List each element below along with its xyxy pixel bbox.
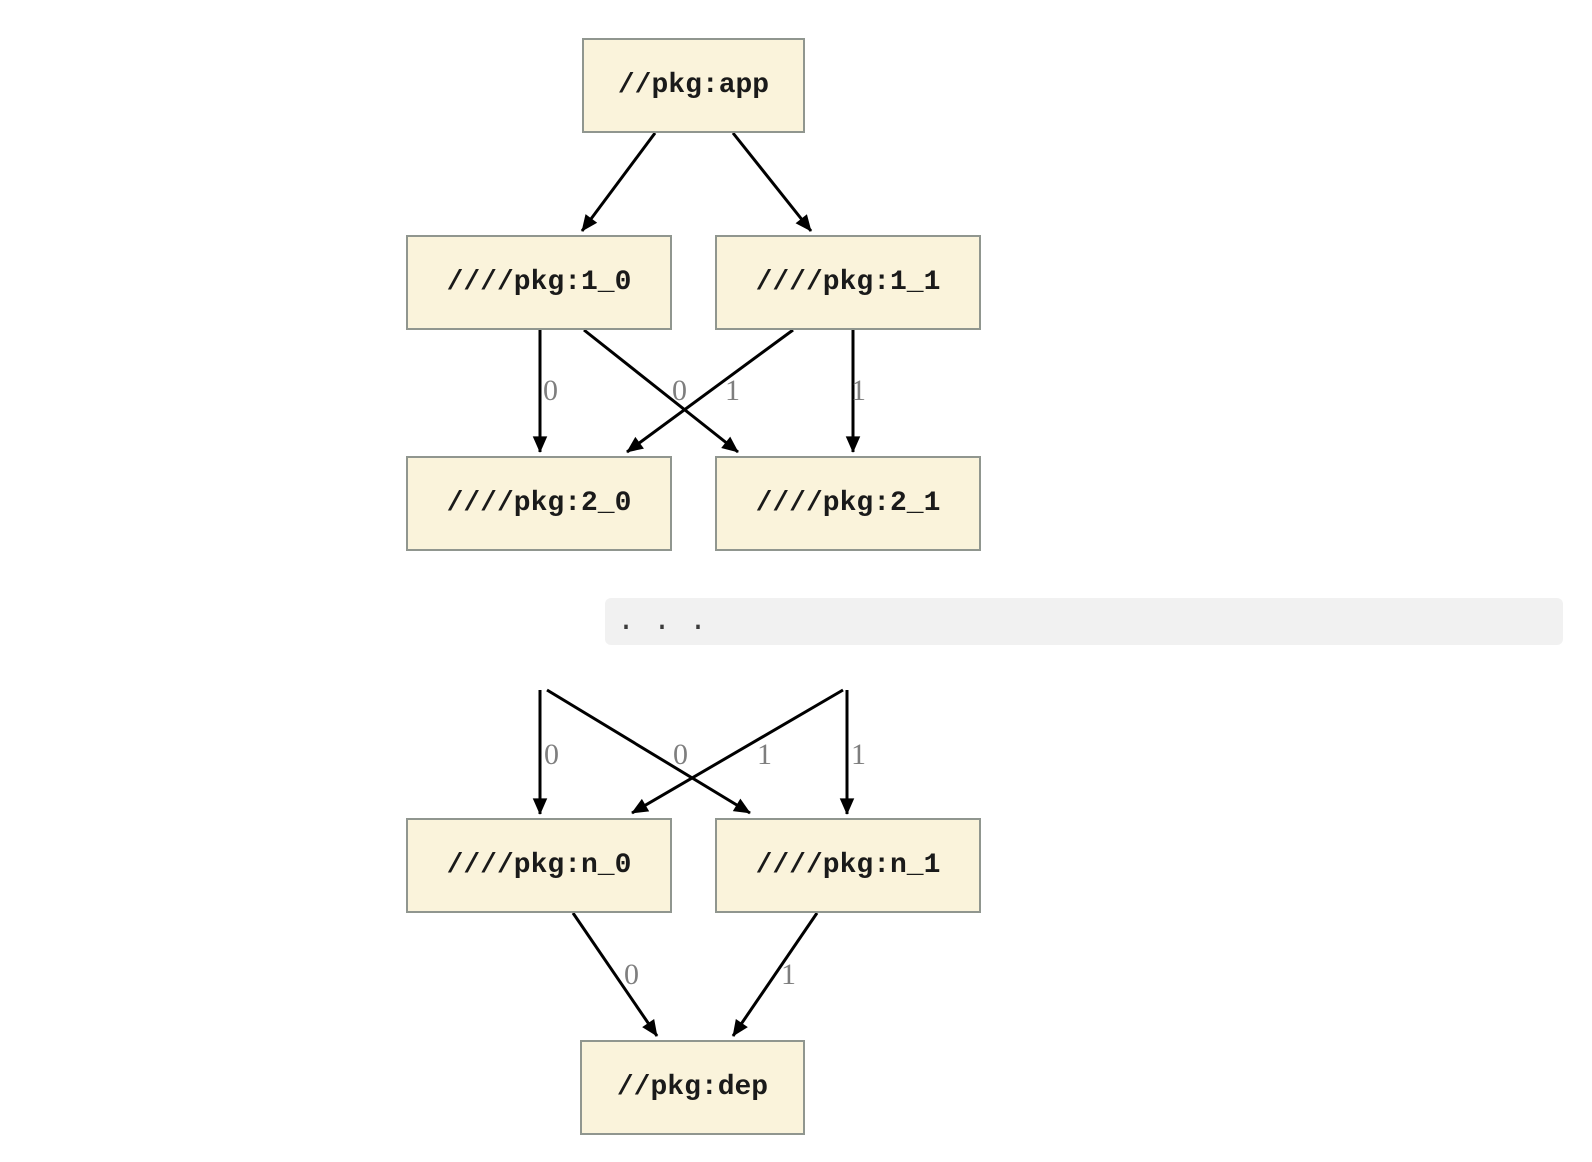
edge-label-1-0-to-2-1: 1 [725,374,740,407]
node-pkg-2-0-label: ////pkg:2_0 [446,488,632,519]
edge-n-1-to-dep [731,912,819,1037]
edge-1-0-to-2-1 [583,328,739,454]
node-pkg-1-1-label: ////pkg:1_1 [755,267,941,298]
node-app: //pkg:app [582,38,805,133]
edge-label-n-0-to-dep: 0 [624,958,639,991]
node-pkg-n-0: ////pkg:n_0 [406,818,672,913]
node-pkg-2-0: ////pkg:2_0 [406,456,672,551]
edge-label-prev-left-to-n-1: 1 [757,738,772,771]
edge-label-prev-right-to-n-1: 1 [851,738,866,771]
edge-label-1-1-to-2-1: 1 [851,374,866,407]
node-pkg-1-0: ////pkg:1_0 [406,235,672,330]
ellipsis-code-block: . . . [605,598,1563,645]
edge-app-to-1-0 [580,132,657,232]
edge-label-prev-right-to-n-0: 0 [673,738,688,771]
edge-app-to-1-1 [731,132,813,232]
node-pkg-1-1: ////pkg:1_1 [715,235,981,330]
ellipsis-text: . . . [617,605,708,639]
node-app-label: //pkg:app [617,70,770,101]
edge-1-1-to-2-0 [626,328,794,454]
node-pkg-2-1: ////pkg:2_1 [715,456,981,551]
edge-prev-right-to-n-0 [631,688,844,815]
edge-label-1-0-to-2-0: 0 [543,374,558,407]
node-pkg-n-1: ////pkg:n_1 [715,818,981,913]
edge-label-1-1-to-2-0: 0 [672,374,687,407]
node-pkg-1-0-label: ////pkg:1_0 [446,267,632,298]
edge-label-prev-left-to-n-0: 0 [544,738,559,771]
node-pkg-n-1-label: ////pkg:n_1 [755,850,941,881]
node-dep: //pkg:dep [580,1040,805,1135]
node-pkg-2-1-label: ////pkg:2_1 [755,488,941,519]
edge-prev-left-to-n-1 [546,688,751,815]
edge-n-0-to-dep [571,912,659,1037]
edge-label-n-1-to-dep: 1 [781,958,796,991]
node-dep-label: //pkg:dep [616,1072,769,1103]
node-pkg-n-0-label: ////pkg:n_0 [446,850,632,881]
